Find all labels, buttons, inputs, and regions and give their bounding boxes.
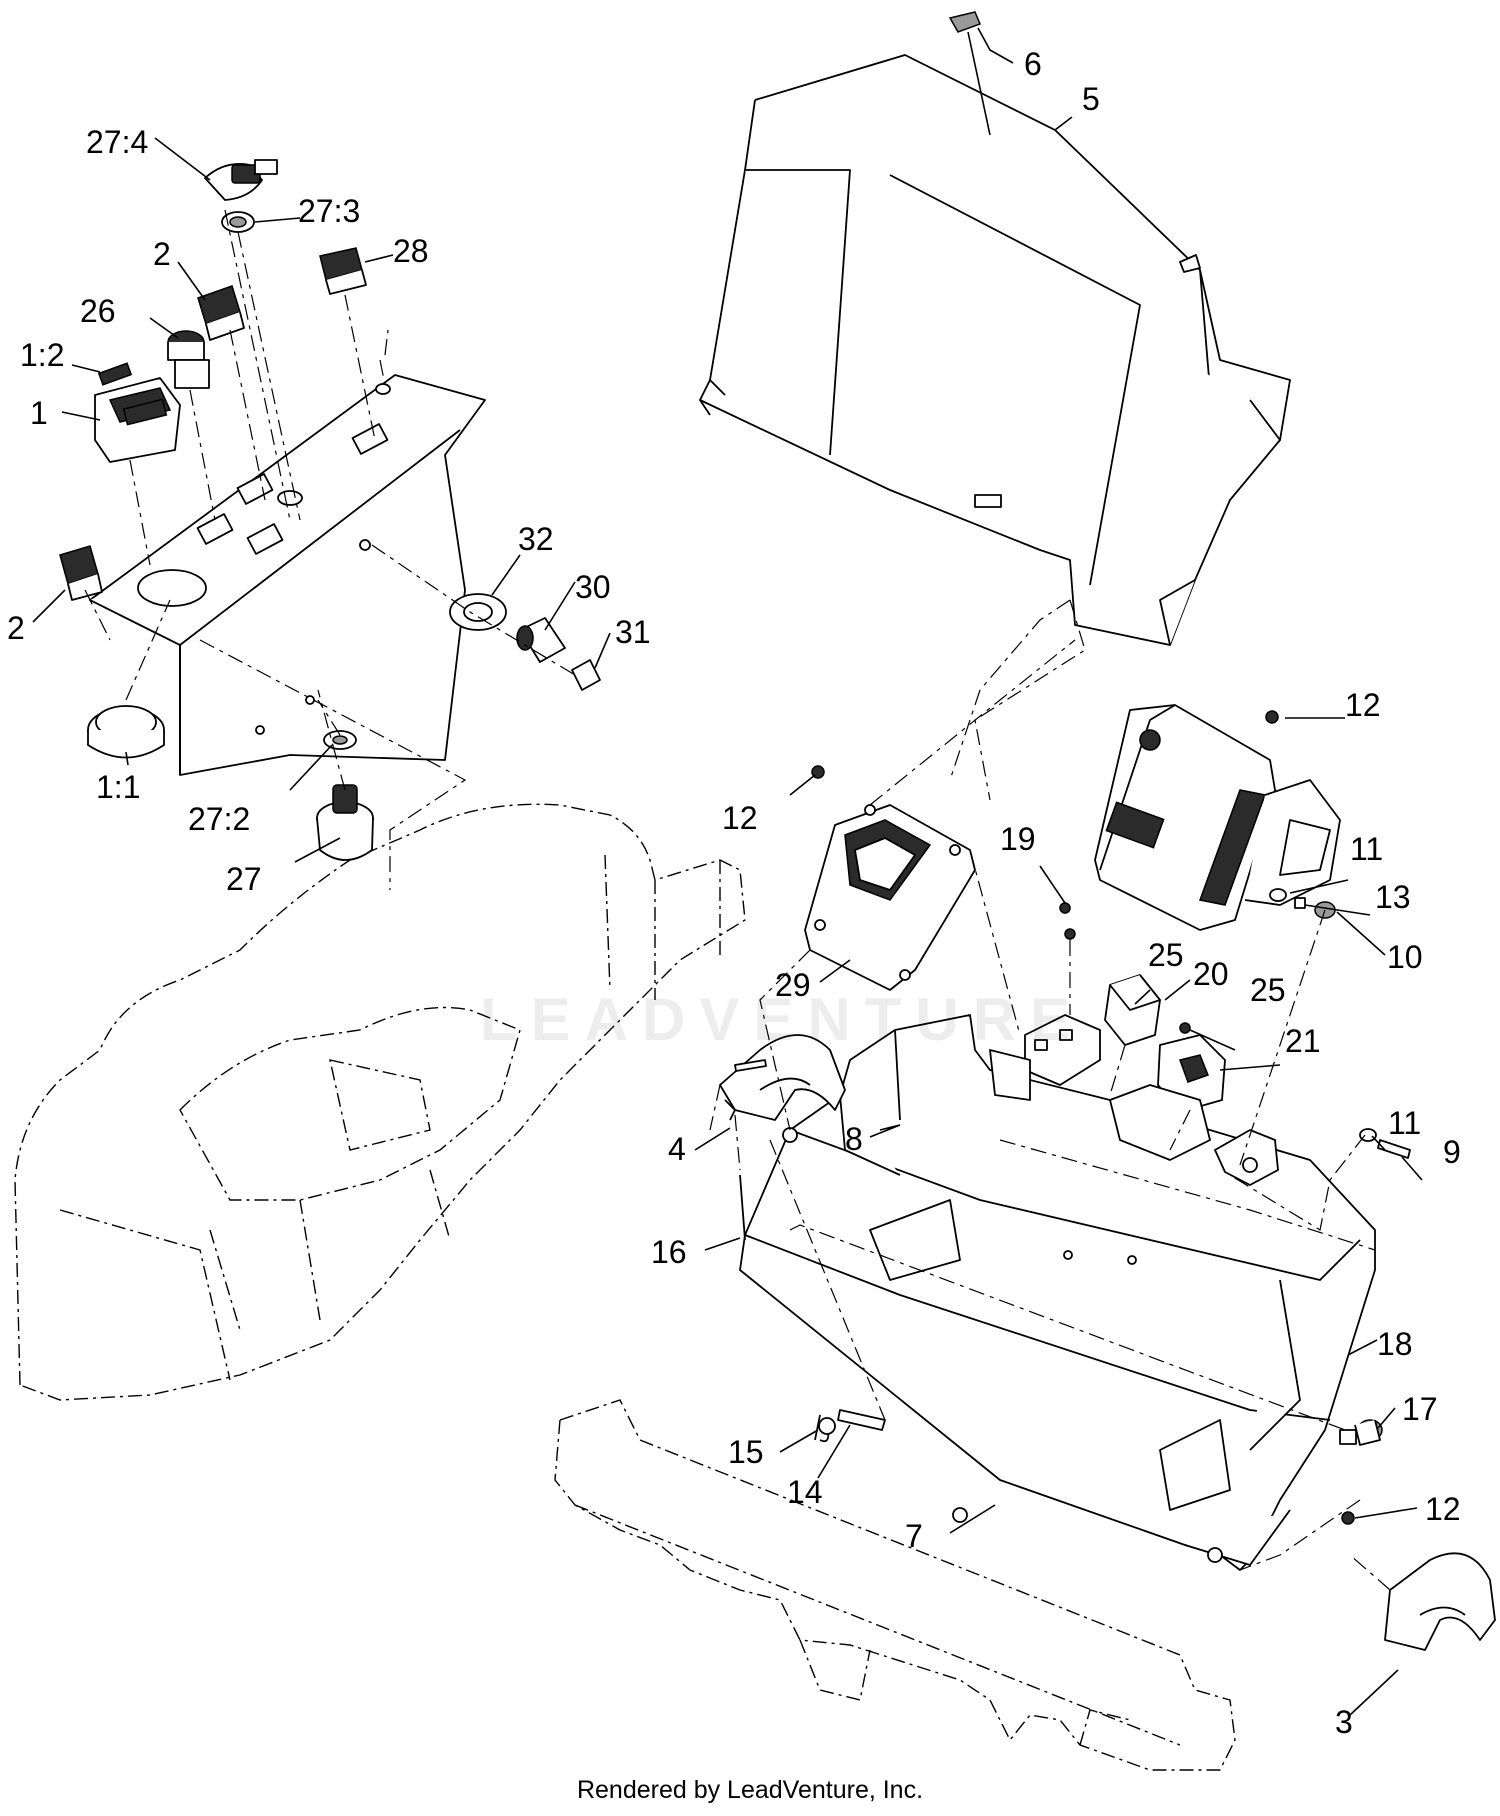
callout-7: 7 (905, 1518, 923, 1554)
power-outlet-30 (516, 617, 566, 663)
callout-31: 31 (615, 614, 651, 650)
ignition-switch (316, 730, 374, 861)
callout-4: 4 (668, 1131, 686, 1167)
lower-frame-ghost (554, 1399, 1236, 1771)
callout-25b: 25 (1250, 972, 1286, 1008)
watermark: LEADVENTURE (480, 986, 1085, 1053)
relay-20 (1104, 974, 1161, 1046)
mount-bracket (739, 1014, 1376, 1571)
gauge-ring (87, 705, 165, 759)
display-gauge (94, 377, 181, 463)
assembly-lines-right (709, 599, 1391, 1591)
controller-29 (804, 804, 976, 991)
callout-29: 29 (775, 967, 811, 1003)
callout-1-2: 1:2 (20, 337, 64, 373)
dash-panel (89, 374, 486, 776)
callout-27-3: 27:3 (298, 193, 360, 229)
callout-13: 13 (1375, 879, 1411, 915)
hardware-bracket (724, 1059, 1383, 1525)
decal-1-2 (97, 362, 133, 386)
callout-2a: 2 (153, 236, 171, 272)
callout-2b: 2 (7, 610, 25, 646)
key-switch-key (204, 159, 278, 201)
hood-cover (699, 54, 1291, 646)
callout-18: 18 (1377, 1326, 1413, 1362)
callout-12a: 12 (722, 800, 758, 836)
callout-21: 21 (1285, 1023, 1321, 1059)
callout-14: 14 (787, 1474, 823, 1510)
seat-frame-ghost (14, 803, 746, 1401)
footer-credit: Rendered by LeadVenture, Inc. (576, 1776, 924, 1804)
rocker-switch-top (197, 285, 245, 341)
callout-11b: 11 (1388, 1105, 1421, 1141)
callout-6: 6 (1024, 46, 1042, 82)
rocker-switch-28 (319, 247, 367, 295)
callout-20: 20 (1193, 956, 1229, 992)
callout-27-4: 27:4 (86, 124, 148, 160)
grommet-32 (449, 593, 507, 631)
leader-lines (32, 27, 1423, 1716)
callout-8: 8 (845, 1121, 863, 1157)
callout-3: 3 (1335, 1704, 1353, 1740)
callout-16: 16 (651, 1234, 687, 1270)
rocker-switch-left (59, 545, 103, 601)
dash-assembly-lines (84, 209, 576, 890)
callout-32: 32 (518, 521, 554, 557)
ecu-module-large (1094, 704, 1341, 931)
callout-9: 9 (1443, 1134, 1461, 1170)
callout-28: 28 (393, 233, 429, 269)
callout-1-1: 1:1 (96, 769, 140, 805)
callout-30: 30 (575, 569, 611, 605)
callout-12b: 12 (1345, 687, 1381, 723)
callout-labels: 6 5 27:4 27:3 28 2 26 1:2 1 2 32 30 31 1… (7, 46, 1461, 1740)
callout-27-2: 27:2 (188, 801, 250, 837)
callout-11a: 11 (1350, 831, 1383, 867)
key-switch-nut (221, 211, 255, 233)
horn-button (167, 330, 210, 389)
bumper-4 (719, 1034, 846, 1121)
callout-15: 15 (728, 1434, 764, 1470)
callout-5: 5 (1082, 81, 1100, 117)
bumper-3 (1384, 1552, 1496, 1651)
callout-10: 10 (1387, 939, 1423, 975)
latch-6 (948, 11, 991, 136)
callout-25a: 25 (1148, 937, 1184, 973)
callout-19: 19 (1000, 821, 1036, 857)
callout-1: 1 (30, 395, 48, 431)
cap-31 (571, 659, 601, 691)
callout-26: 26 (80, 293, 116, 329)
callout-27: 27 (226, 861, 262, 897)
callout-17: 17 (1402, 1391, 1438, 1427)
callout-12c: 12 (1425, 1491, 1461, 1527)
